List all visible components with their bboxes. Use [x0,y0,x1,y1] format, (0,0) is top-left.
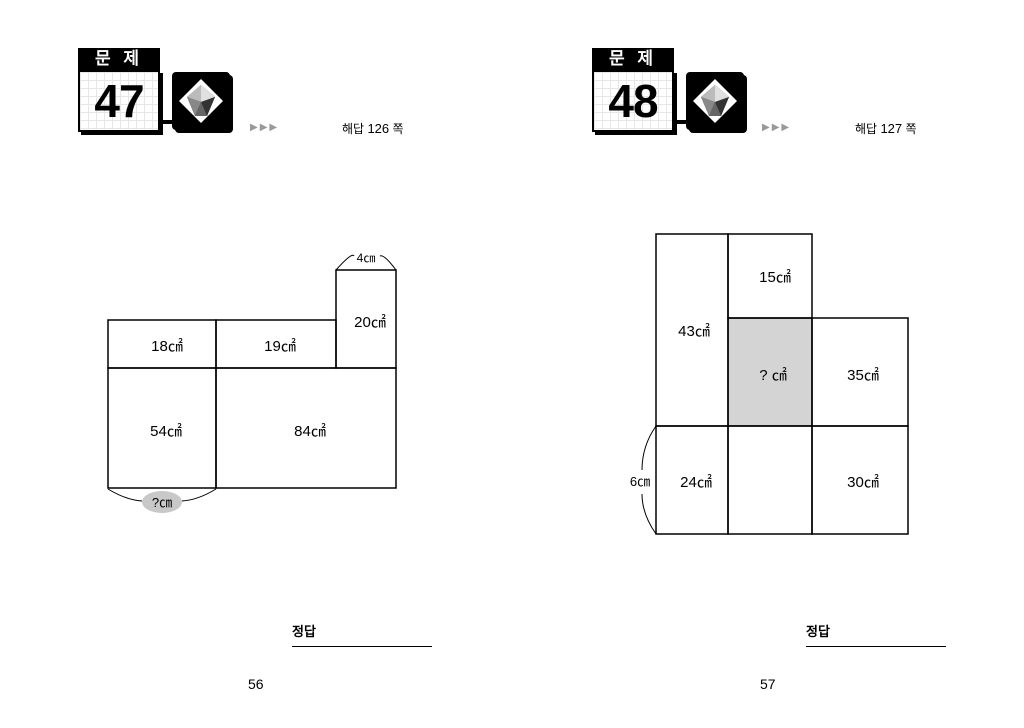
cell-54-label: 54㎠ [150,423,182,440]
answer-ref-suffix: 쪽 [392,122,404,136]
problem-number: 47 [78,70,160,132]
cell-20-label: 20㎠ [354,314,386,331]
problem-badge: 문 제 48 [592,48,752,134]
cell-18-label: 18㎠ [151,338,183,355]
arrows-icon: ▶▶▶ [762,122,792,133]
bottom-bracket-left [107,488,143,502]
arrows-icon: ▶▶▶ [250,122,280,133]
answer-ref-prefix: 해답 [855,122,878,136]
side-bracket-top [641,425,657,471]
answer-ref-page: 126 [367,121,390,136]
cell-30-label: 30㎠ [847,474,879,491]
right-page: 문 제 48 ▶▶▶ 해답 127 쪽 [512,0,1024,728]
gem-icon [686,72,744,130]
unknown-width-label: ?㎝ [152,495,172,510]
top-bracket-right [379,255,397,271]
answer-ref-suffix: 쪽 [905,122,917,136]
bottom-bracket-right [181,488,217,502]
answer-line [806,646,946,647]
badge-connector [160,120,172,124]
answer-line [292,646,432,647]
top-width-label: 4㎝ [357,251,376,265]
rect-blank [727,425,813,535]
side-bracket-bottom [641,493,657,535]
answer-ref-prefix: 해답 [342,122,365,136]
page-number: 57 [760,676,776,692]
cell-unknown-label: ? ㎠ [759,367,787,384]
cell-24-label: 24㎠ [680,474,712,491]
figure-48: 6㎝ 43㎠ 15㎠ ? ㎠ 35㎠ 24㎠ 30㎠ [630,233,909,535]
cell-84-label: 84㎠ [294,423,326,440]
gem-icon [172,72,230,130]
cell-43-label: 43㎠ [678,323,710,340]
answer-reference: 해답 126 쪽 [342,120,404,137]
rect-30 [811,425,909,535]
figure-47: 4㎝ 18㎠ 19㎠ 20㎠ 54㎠ 84㎠ ?㎝ [107,251,397,513]
badge-connector [674,120,686,124]
problem-number: 48 [592,70,674,132]
cell-35-label: 35㎠ [847,367,879,384]
problem-label: 문 제 [592,48,674,70]
cell-19-label: 19㎠ [264,338,296,355]
answer-ref-page: 127 [880,121,903,136]
answer-label: 정답 [292,624,316,639]
unknown-cell-fill [728,318,812,426]
top-bracket-left [335,254,355,271]
problem-badge: 문 제 47 [78,48,238,134]
unknown-width-badge [142,491,182,513]
side-height-label: 6㎝ [630,474,650,489]
answer-reference: 해답 127 쪽 [855,120,917,137]
cell-15-label: 15㎠ [759,269,791,286]
problem-label: 문 제 [78,48,160,70]
page-number: 56 [248,676,264,692]
rect-84 [215,367,397,489]
answer-label: 정답 [806,624,830,639]
left-page: 문 제 47 ▶▶▶ 해답 126 쪽 [78,48,432,692]
